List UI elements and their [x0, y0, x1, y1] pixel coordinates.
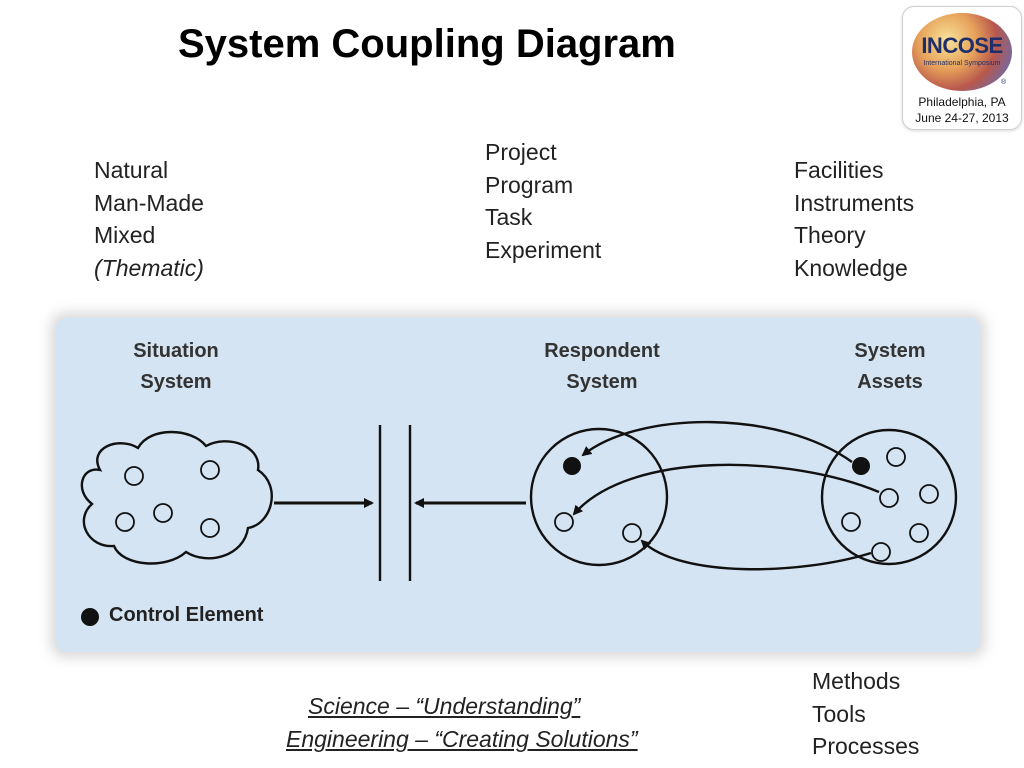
asset-types-list: Facilities Instruments Theory Knowledge [794, 154, 914, 284]
legend-control-dot [81, 608, 99, 626]
page-title: System Coupling Diagram [178, 22, 676, 66]
list-item: Facilities [794, 157, 884, 183]
asset-element [879, 488, 899, 508]
list-item: Tools [812, 700, 866, 727]
situation-element [153, 503, 173, 523]
system-assets-label: System Assets [854, 340, 926, 393]
situation-system-label: Situation System [133, 340, 219, 393]
respondent-control-element [563, 457, 581, 475]
asset-to-respondent-arrow-2 [572, 463, 880, 516]
list-item: Experiment [485, 236, 602, 263]
situation-cloud-shape [80, 430, 273, 565]
asset-to-respondent-arrow-3 [640, 539, 872, 571]
asset-element [919, 484, 939, 504]
list-item: Theory [794, 222, 866, 248]
legend-control-element-label: Control Element [109, 604, 264, 626]
list-item: (Thematic) [94, 254, 204, 281]
situation-element [115, 512, 135, 532]
logo-subtitle: International Symposium [923, 60, 1001, 67]
engineering-caption: Engineering – “Creating Solutions” [286, 726, 638, 752]
list-item: Project [485, 139, 557, 165]
list-item: Program [485, 171, 574, 198]
asset-means-list: Methods Tools Processes [812, 665, 919, 763]
science-caption: Science – “Understanding” [308, 693, 581, 719]
list-item: Man-Made [94, 189, 204, 216]
list-item: Instruments [794, 189, 915, 216]
situation-element [200, 518, 220, 538]
situation-element [124, 466, 144, 486]
asset-element [886, 447, 906, 467]
situation-types-list: Natural Man-Made Mixed (Thematic) [94, 154, 204, 284]
asset-control-element [852, 457, 870, 475]
diagram-panel [56, 318, 980, 652]
situation-element [200, 460, 220, 480]
respondent-system-label: Respondent System [544, 340, 660, 393]
asset-to-respondent-arrow-1 [581, 420, 853, 463]
logo-globe-icon [912, 13, 1012, 91]
respondent-element [622, 523, 642, 543]
respondent-types-list: Project Program Task Experiment [485, 136, 601, 266]
logo-city: Philadelphia, PA [918, 95, 1006, 109]
list-item: Methods [812, 668, 901, 694]
incose-logo: INCOSE International Symposium ® Philade… [902, 6, 1022, 130]
system-assets-circle [820, 428, 958, 566]
logo-registered-mark: ® [1001, 79, 1007, 86]
asset-element [909, 523, 929, 543]
asset-element [871, 542, 891, 562]
respondent-element [554, 512, 574, 532]
list-item: Natural [94, 157, 169, 183]
list-item: Processes [812, 733, 920, 759]
respondent-system-circle [529, 427, 669, 567]
list-item: Mixed [94, 222, 156, 248]
asset-element [841, 512, 861, 532]
list-item: Task [485, 204, 533, 230]
list-item: Knowledge [794, 254, 908, 281]
logo-brand: INCOSE [921, 33, 1003, 58]
logo-date: June 24-27, 2013 [915, 111, 1009, 125]
